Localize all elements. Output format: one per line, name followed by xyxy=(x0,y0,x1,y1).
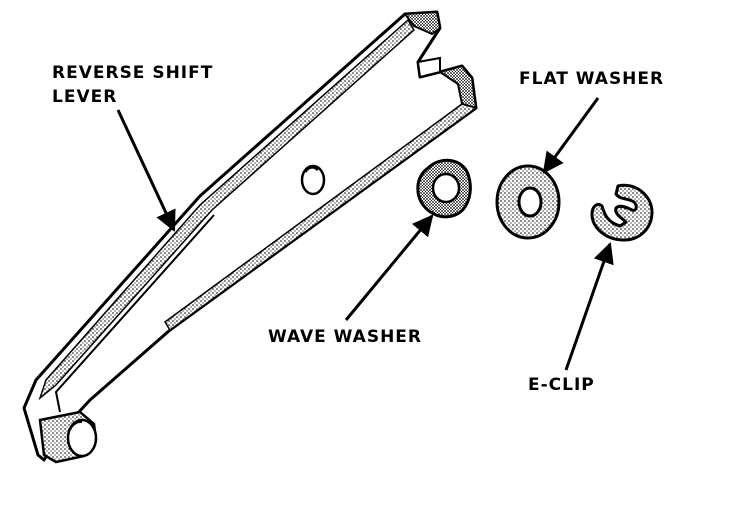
label-reverse-shift-line1: REVERSE SHIFT xyxy=(52,63,213,83)
leader-flat-washer xyxy=(542,97,600,174)
reverse-shift-lever xyxy=(22,10,478,464)
leader-e-clip xyxy=(564,242,614,371)
e-clip xyxy=(590,183,654,242)
flat-washer xyxy=(495,164,561,240)
leader-wave-washer xyxy=(344,214,434,321)
label-reverse-shift-line2: LEVER xyxy=(52,87,117,107)
wave-washer xyxy=(416,158,472,219)
leader-reverse-shift-lever xyxy=(116,109,176,232)
lever-pin xyxy=(38,410,98,464)
label-wave-washer: WAVE WASHER xyxy=(268,327,422,347)
label-e-clip: E-CLIP xyxy=(528,375,595,395)
label-flat-washer: FLAT WASHER xyxy=(519,69,664,89)
